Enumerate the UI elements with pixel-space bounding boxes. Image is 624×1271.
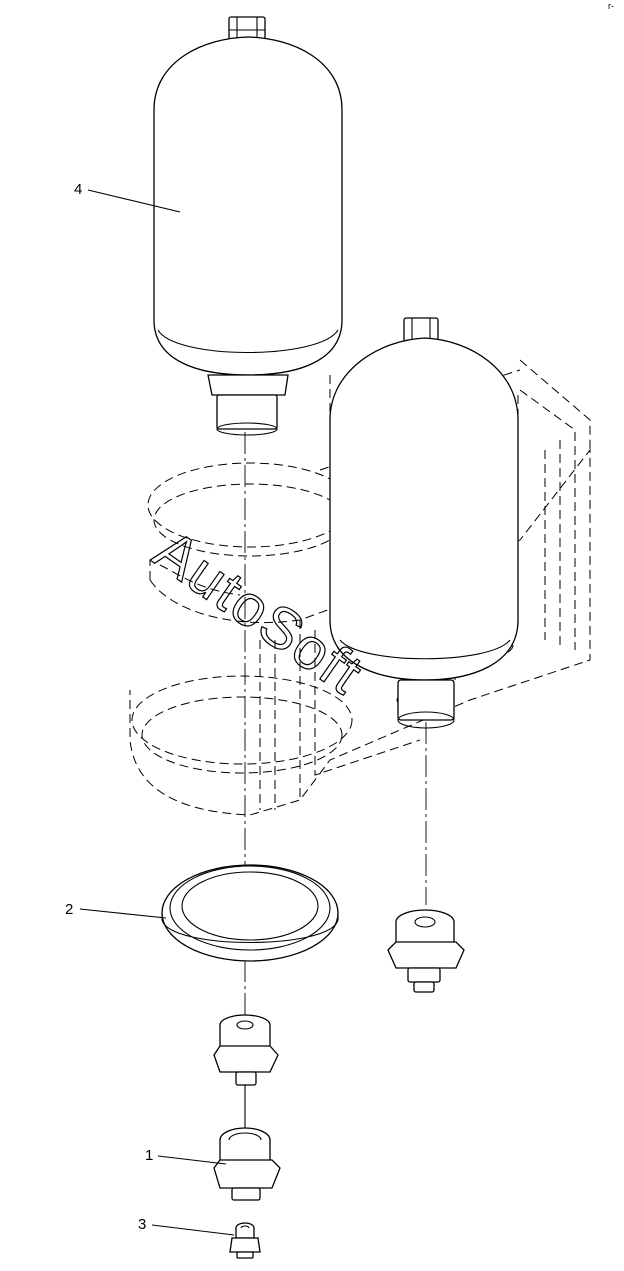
accumulator-installed	[329, 317, 519, 729]
callout-label-4: 4	[74, 181, 82, 198]
accumulator-part-4	[153, 16, 343, 436]
leader-line-4	[87, 189, 181, 213]
fitting-upper	[213, 1014, 279, 1086]
callout-label-2: 2	[65, 901, 73, 918]
adapter-part-1	[213, 1127, 281, 1201]
callout-2: 2	[65, 901, 167, 919]
callout-label-3: 3	[138, 1216, 146, 1233]
callout-3: 3	[138, 1216, 235, 1236]
leader-line-2	[79, 908, 167, 919]
corner-mark: r-	[608, 1, 614, 11]
fitting-right	[387, 909, 465, 993]
callout-label-1: 1	[145, 1147, 153, 1164]
seal-ring-part-2	[161, 864, 339, 962]
callout-4: 4	[74, 181, 181, 213]
leader-line-3	[151, 1224, 235, 1236]
leader-line-1	[157, 1155, 227, 1165]
callout-1: 1	[145, 1147, 227, 1165]
plug-part-3	[229, 1222, 261, 1259]
